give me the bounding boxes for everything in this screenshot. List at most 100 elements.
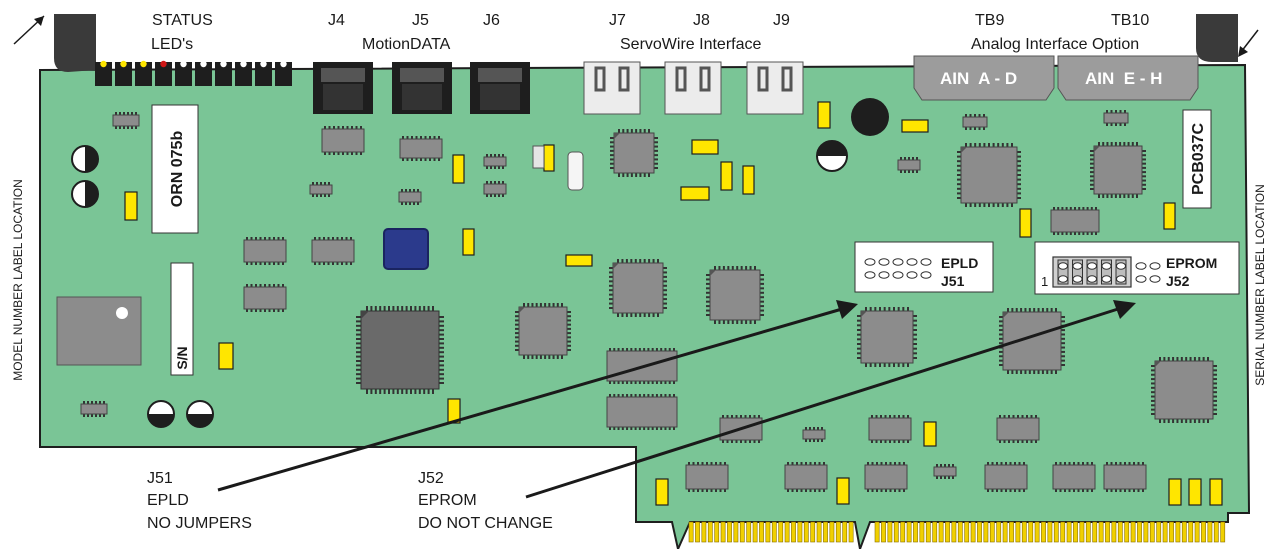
rj45-j4: [313, 62, 373, 114]
chip-pin: [515, 311, 519, 313]
chip-pin: [356, 325, 361, 327]
chip-pin: [1046, 308, 1048, 312]
chip-pin: [1213, 396, 1217, 398]
chip-pin: [714, 320, 716, 324]
chip-body: [1094, 146, 1142, 194]
chip-pin: [1142, 167, 1146, 169]
chip-pin: [527, 303, 529, 307]
chip-pin: [870, 363, 872, 367]
chip-pin: [515, 349, 519, 351]
chip-pin: [957, 151, 961, 153]
chip-pin: [957, 179, 961, 181]
yellow-component: [1020, 209, 1031, 237]
gold-finger: [766, 522, 770, 542]
chip-pin: [439, 373, 444, 375]
chip-pin: [1033, 308, 1035, 312]
chip-pin: [999, 342, 1003, 344]
gold-finger: [875, 522, 879, 542]
dip-chip: [322, 126, 364, 155]
chip-pin: [439, 347, 444, 349]
chip-pin: [1213, 378, 1217, 380]
chip-pin: [609, 271, 613, 273]
chip-pin: [1132, 194, 1134, 198]
chip-pin: [423, 306, 425, 311]
chip-pin: [654, 141, 658, 143]
chip-pin: [1007, 308, 1009, 312]
header-pin: [1150, 263, 1160, 270]
chip-pin: [1194, 419, 1196, 423]
chip-pin: [356, 334, 361, 336]
capacitor: [817, 141, 847, 171]
dip-chip: [1053, 462, 1095, 492]
chip-pin: [979, 143, 981, 147]
dip-chip: [1104, 462, 1146, 492]
chip-pin: [397, 389, 399, 394]
gold-finger: [881, 522, 885, 542]
chip-pin: [957, 160, 961, 162]
chip-pin: [741, 266, 743, 270]
gold-finger: [945, 522, 949, 542]
gold-finger: [1099, 522, 1103, 542]
chip-pin: [626, 259, 628, 263]
chip-body: [898, 160, 920, 170]
sn-label: S/N: [174, 346, 190, 369]
chip-pin: [913, 357, 917, 359]
chip-pin: [979, 203, 981, 207]
gold-finger: [894, 522, 898, 542]
chip-pin: [1176, 357, 1178, 361]
chip-pin: [1061, 364, 1065, 366]
chip-pin: [865, 307, 867, 311]
chip-pin: [356, 382, 361, 384]
gold-finger: [984, 522, 988, 542]
chip-pin: [1042, 308, 1044, 312]
chip-pin: [631, 173, 633, 177]
chip-pin: [760, 287, 764, 289]
chip-pin: [639, 259, 641, 263]
chip-pin: [654, 163, 658, 165]
gold-finger: [1093, 522, 1097, 542]
chip-pin: [610, 163, 614, 165]
chip-pin: [536, 355, 538, 359]
chip-pin: [913, 352, 917, 354]
chip-pin: [1102, 142, 1104, 146]
gold-finger: [1150, 522, 1154, 542]
chip-pin: [515, 332, 519, 334]
chip-pin: [1190, 357, 1192, 361]
chip-pin: [410, 306, 412, 311]
chip-body: [861, 311, 913, 363]
chip-pin: [384, 389, 386, 394]
gold-finger: [1221, 522, 1225, 542]
plcc-chip: [610, 129, 658, 177]
chip-pin: [1207, 419, 1209, 423]
chip-pin: [567, 336, 571, 338]
status-label: STATUS: [152, 12, 213, 29]
chip-pin: [997, 143, 999, 147]
gold-finger: [1061, 522, 1065, 542]
chip-pin: [610, 137, 614, 139]
chip-pin: [663, 289, 667, 291]
chip-pin: [999, 360, 1003, 362]
chip-pin: [1029, 370, 1031, 374]
chip-pin: [879, 363, 881, 367]
chip-pin: [760, 305, 764, 307]
leds-label: LED's: [151, 36, 193, 53]
chip-pin: [609, 294, 613, 296]
chip-pin: [760, 314, 764, 316]
chip-pin: [727, 320, 729, 324]
chip-pin: [1017, 183, 1021, 185]
chip-pin: [718, 320, 720, 324]
chip-body: [613, 263, 663, 313]
chip-pin: [439, 364, 444, 366]
chip-pin: [617, 259, 619, 263]
chip-pin: [406, 389, 408, 394]
chip-pin: [988, 143, 990, 147]
chip-pin: [857, 343, 861, 345]
chip-pin: [648, 129, 650, 133]
chip-pin: [957, 169, 961, 171]
chip-pin: [1017, 156, 1021, 158]
chip-pin: [567, 315, 571, 317]
chip-pin: [1090, 184, 1094, 186]
chip-pin: [1061, 338, 1065, 340]
chip-pin: [732, 266, 734, 270]
chip-pin: [913, 334, 917, 336]
